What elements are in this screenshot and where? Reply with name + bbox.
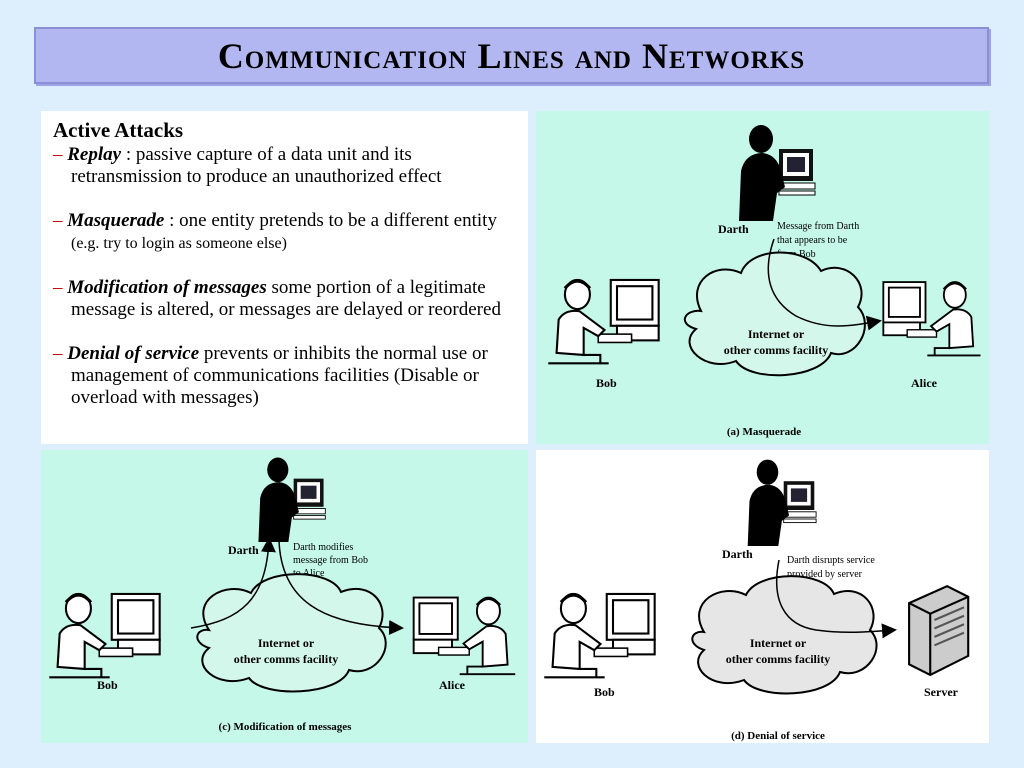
darth-label: Darth	[722, 547, 753, 561]
page-title: Communication Lines and Networks	[217, 35, 806, 76]
title-bar: Communication Lines and Networks	[34, 27, 989, 84]
attack-note: (e.g. try to login as someone else)	[71, 235, 287, 252]
attack-term: Masquerade	[67, 210, 165, 231]
modification-diagram: Darth Darth modifies message from Bob to…	[41, 450, 528, 743]
dash-bullet: –	[53, 277, 63, 298]
cloud-label-line: Internet or	[750, 636, 807, 650]
message-note-line: that appears to be	[777, 235, 848, 246]
darth-to-server-arrow	[775, 559, 897, 639]
darth-figure	[257, 457, 326, 542]
masquerade-caption: (a) Masquerade	[727, 426, 801, 438]
bob-label: Bob	[594, 685, 615, 699]
message-note-line: Message from Darth	[777, 221, 859, 232]
cloud-label-line: Internet or	[748, 327, 805, 341]
modify-note-line: Darth modifies	[293, 542, 353, 553]
attack-term: Replay	[67, 144, 122, 165]
attack-desc: some portion of a legitimate message is …	[71, 277, 501, 320]
darth-figure	[738, 124, 816, 221]
alice-label: Alice	[439, 678, 466, 692]
alice-figure	[881, 280, 982, 357]
bob-figure	[542, 592, 657, 679]
attack-item-masquerade: – Masquerade : one entity pretends to be…	[53, 210, 518, 255]
darth-label: Darth	[228, 543, 259, 557]
darth-label: Darth	[718, 222, 749, 236]
masquerade-diagram: Darth Message from Darth that appears to…	[536, 111, 989, 444]
cloud-label-line: Internet or	[258, 636, 315, 650]
dos-svg: Darth Darth disrupts service provided by…	[542, 459, 970, 742]
attack-desc: : one entity pretends to be a different …	[164, 210, 497, 231]
bob-to-darth-arrow	[190, 537, 276, 629]
server-figure	[908, 585, 970, 676]
server-label: Server	[924, 685, 959, 699]
cloud-label-line: other comms facility	[234, 652, 338, 666]
bob-figure	[47, 592, 162, 679]
attack-desc: prevents or inhibits the normal use or m…	[71, 343, 488, 408]
dash-bullet: –	[53, 343, 63, 364]
attack-item-replay: – Replay : passive capture of a data uni…	[53, 144, 518, 188]
modify-note-line: message from Bob	[293, 555, 368, 566]
darth-figure	[747, 459, 817, 546]
attack-desc: : passive capture of a data unit and its…	[71, 144, 442, 187]
cloud-label-line: other comms facility	[726, 652, 830, 666]
active-attacks-panel: Active Attacks – Replay : passive captur…	[41, 111, 528, 444]
bob-label: Bob	[596, 376, 617, 390]
attack-item-dos: – Denial of service prevents or inhibits…	[53, 343, 518, 409]
attack-term: Denial of service	[67, 343, 200, 364]
cloud-label-line: other comms facility	[724, 343, 828, 357]
alice-label: Alice	[911, 376, 938, 390]
internet-cloud	[196, 573, 387, 693]
active-attacks-heading: Active Attacks	[53, 118, 184, 142]
alice-figure	[412, 596, 517, 676]
dos-caption: (d) Denial of service	[731, 730, 825, 742]
dos-diagram: Darth Darth disrupts service provided by…	[536, 450, 989, 743]
dash-bullet: –	[53, 210, 63, 231]
internet-cloud	[691, 575, 878, 695]
internet-cloud	[683, 251, 866, 377]
bob-figure	[546, 278, 661, 365]
modification-svg: Darth Darth modifies message from Bob to…	[47, 457, 517, 733]
masquerade-arrow	[767, 238, 882, 331]
modify-note-line: to Alice	[293, 568, 325, 579]
attack-item-modification: – Modification of messages some portion …	[53, 277, 518, 321]
masquerade-svg: Darth Message from Darth that appears to…	[546, 124, 982, 438]
darth-to-alice-arrow	[278, 539, 404, 636]
dash-bullet: –	[53, 144, 63, 165]
attack-term: Modification of messages	[67, 277, 267, 298]
modification-caption: (c) Modification of messages	[219, 721, 353, 733]
dos-note-line: provided by server	[787, 569, 863, 580]
bob-label: Bob	[97, 678, 118, 692]
dos-note-line: Darth disrupts service	[787, 555, 875, 566]
